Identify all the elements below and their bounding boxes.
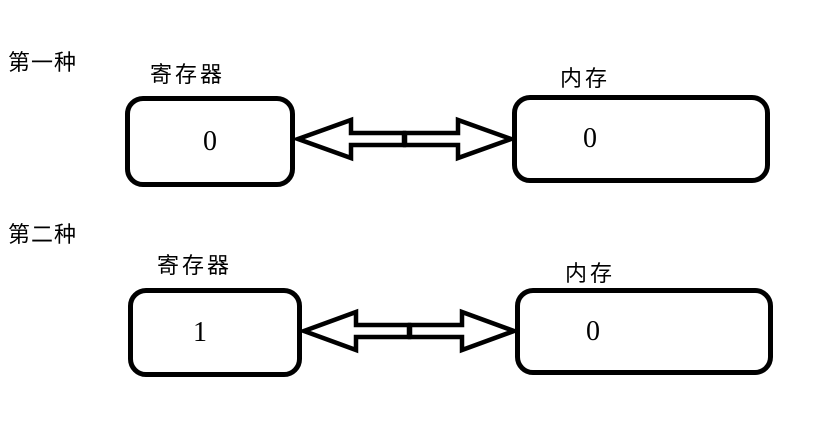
section-1-register-value: 0 <box>203 125 217 157</box>
section-1-memory-value: 0 <box>583 123 597 154</box>
bidirectional-arrow-icon <box>297 308 521 354</box>
section-1-memory-label: 内存 <box>560 66 611 91</box>
section-2-label: 第二种 <box>8 222 78 247</box>
section-2-register-box: 1 <box>128 288 302 377</box>
bidirectional-arrow-icon <box>291 116 518 162</box>
section-1-label: 第一种 <box>8 50 78 75</box>
section-2-register-value: 1 <box>193 316 207 348</box>
section-1-memory-box: 0 <box>512 95 770 183</box>
section-2-register-label: 寄存器 <box>157 253 233 278</box>
section-2-memory-label: 内存 <box>565 261 616 286</box>
section-2-memory-value: 0 <box>586 315 600 347</box>
section-1-register-box: 0 <box>125 96 295 187</box>
section-2-memory-box: 0 <box>515 288 773 375</box>
section-1-register-label: 寄存器 <box>150 62 226 87</box>
